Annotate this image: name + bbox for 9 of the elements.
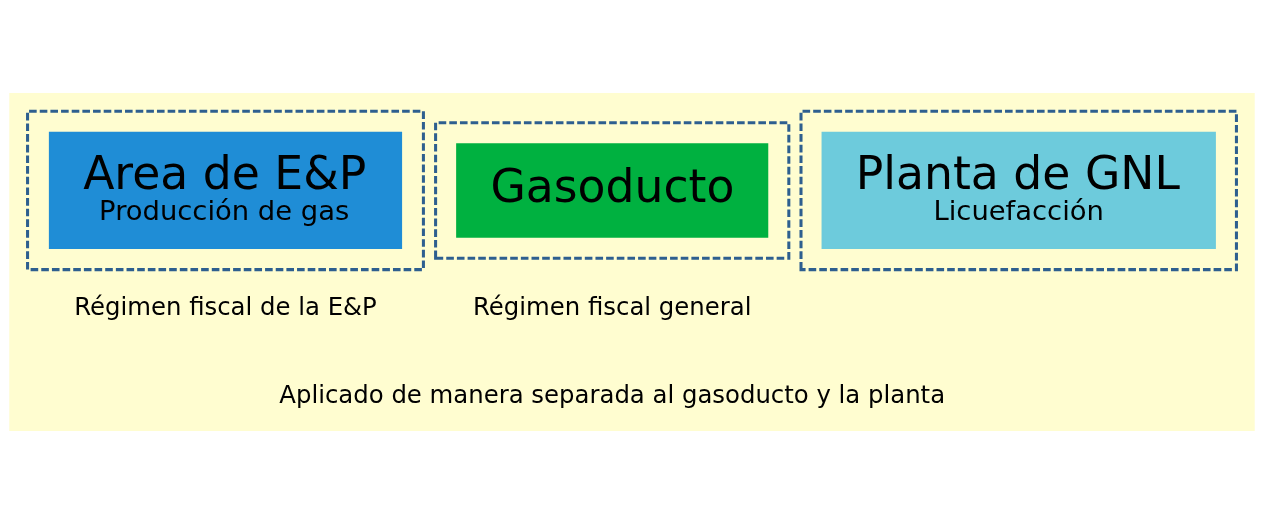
cluster <box>26 109 425 272</box>
node-box: Planta de GNL Licuefacción <box>821 131 1216 250</box>
cluster <box>799 109 1238 272</box>
label: Aplicado de manera separada al gasoducto y la planta <box>279 380 946 410</box>
node-box: Gasoducto <box>456 143 769 238</box>
label: Régimen fiscal de la E&P <box>74 291 377 321</box>
label: Régimen fiscal general <box>473 291 752 321</box>
node-box: Area de E&P Producción de gas <box>48 131 403 250</box>
cluster <box>434 121 791 260</box>
